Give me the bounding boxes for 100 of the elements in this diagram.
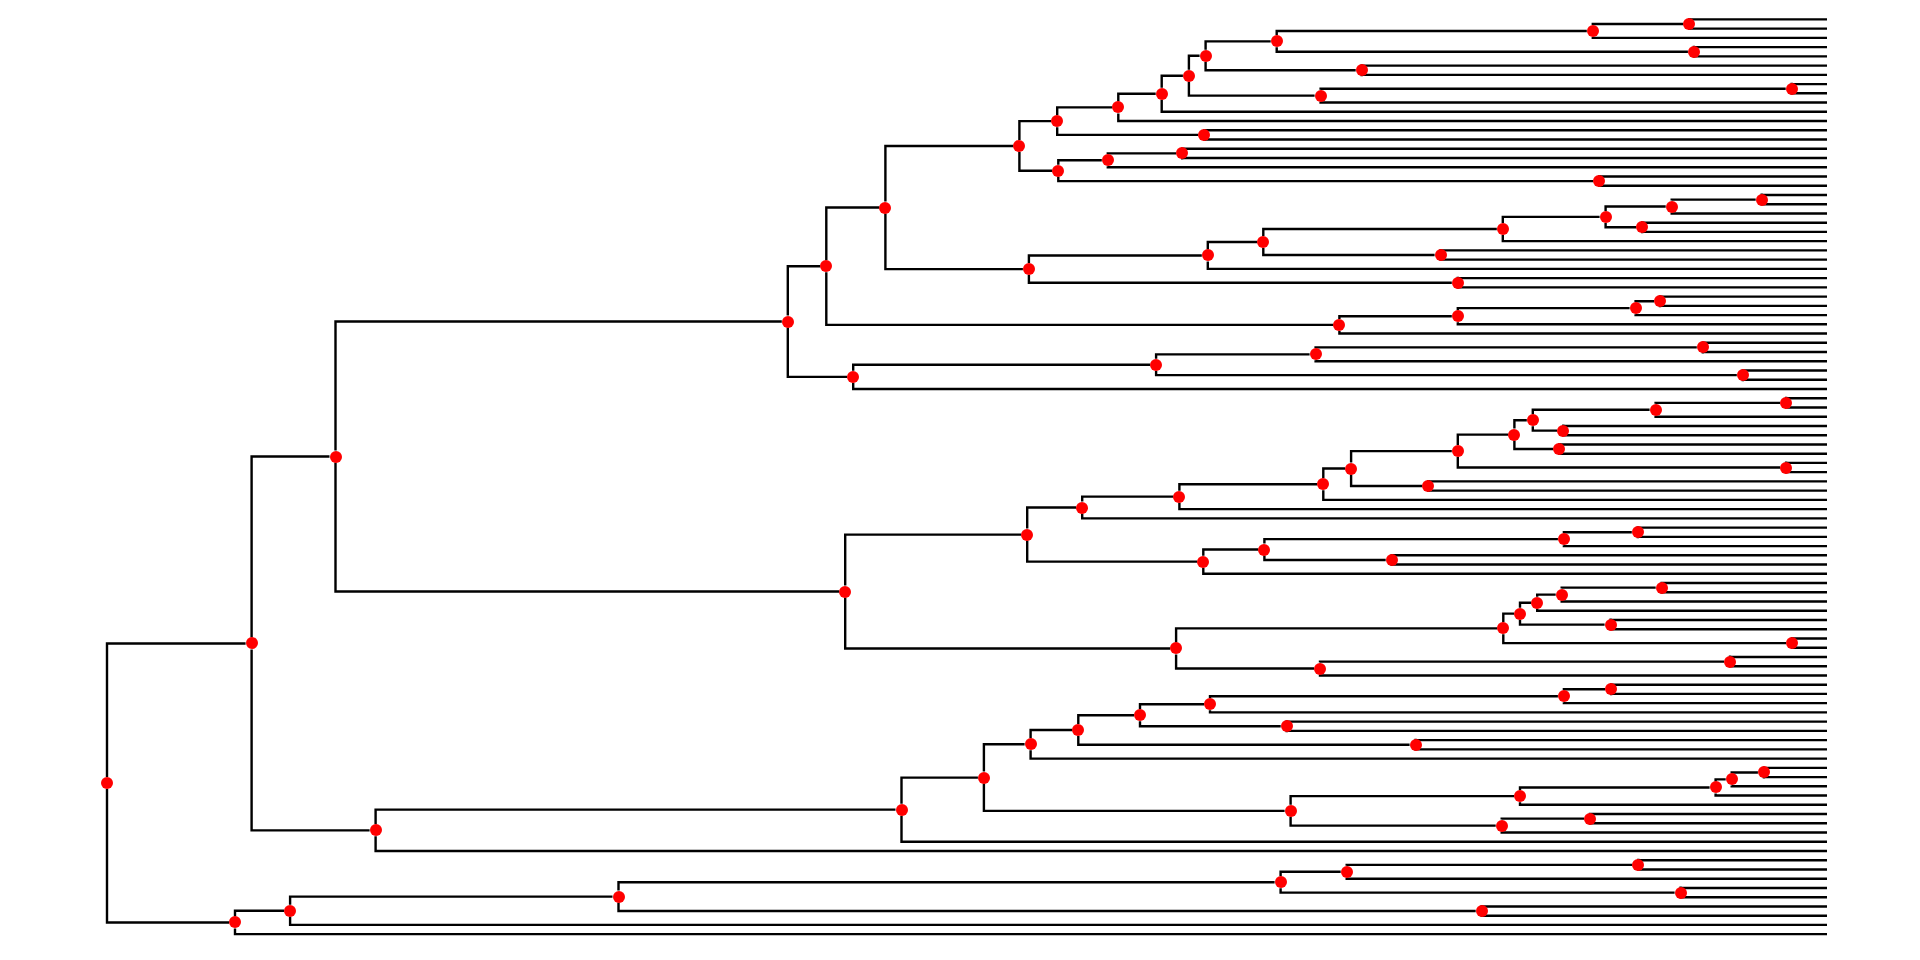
branch-line — [1319, 87, 1786, 91]
branch-line — [1289, 794, 1514, 805]
branch-line — [1456, 433, 1509, 446]
node-dot — [329, 450, 342, 463]
node-dot — [1204, 698, 1216, 711]
node-dot — [1736, 369, 1749, 382]
branch-line — [1531, 408, 1650, 415]
branch-line — [1206, 261, 1827, 271]
node-dot — [1284, 804, 1297, 817]
node-dot — [1709, 781, 1722, 794]
branch-line — [1536, 608, 1827, 612]
branch-line — [1154, 353, 1310, 359]
node-dot — [1451, 445, 1464, 458]
branch-line — [1262, 248, 1435, 257]
branch-line — [1018, 151, 1053, 172]
node-dot — [1024, 738, 1037, 751]
branch-line — [1501, 215, 1600, 224]
branch-line — [1730, 771, 1758, 775]
node-dot — [1451, 276, 1464, 289]
node-dot — [1674, 886, 1687, 899]
branch-line — [1322, 467, 1346, 479]
branch-line — [1077, 714, 1134, 724]
branch-line — [1057, 159, 1102, 165]
branch-line — [1117, 92, 1156, 102]
node-dot — [1409, 738, 1422, 751]
branch-line — [233, 909, 285, 917]
branch-line — [1513, 440, 1554, 451]
node-dot — [1022, 263, 1035, 276]
node-dot — [1786, 637, 1798, 650]
branch-line — [1027, 275, 1452, 284]
branch-line — [982, 783, 1285, 813]
branch-line — [1560, 586, 1656, 590]
branch-line — [250, 455, 330, 638]
branch-line — [1518, 786, 1710, 791]
branch-line — [1536, 593, 1556, 598]
branch-line — [617, 881, 1275, 891]
node-dot — [369, 824, 382, 837]
branch-line — [1345, 876, 1827, 880]
node-dot — [1780, 396, 1793, 409]
branch-line — [1604, 222, 1637, 229]
branch-line — [1081, 495, 1174, 502]
node-dot — [1052, 164, 1065, 177]
branch-line — [1562, 531, 1632, 535]
node-dot — [1345, 462, 1358, 475]
node-dot — [1198, 128, 1211, 141]
branch-line — [1318, 660, 1724, 664]
node-dot — [1724, 655, 1736, 668]
branch-line — [1204, 61, 1356, 72]
node-dot — [1780, 461, 1793, 474]
branch-line — [1027, 254, 1202, 264]
branch-line — [1518, 801, 1827, 806]
branch-line — [1081, 512, 1827, 520]
branch-line — [1262, 227, 1497, 237]
node-dot — [1755, 193, 1768, 206]
branch-line — [1279, 870, 1341, 877]
branch-line — [884, 144, 1014, 202]
branch-line — [1263, 555, 1386, 562]
node-dot — [1317, 478, 1330, 491]
branch-line — [1513, 419, 1527, 429]
node-dot — [1355, 64, 1368, 77]
node-dot — [1475, 905, 1488, 918]
node-dot — [1274, 876, 1287, 889]
branch-line — [1500, 817, 1584, 821]
node-dot — [612, 890, 625, 903]
branch-line — [1077, 736, 1410, 746]
branch-line — [1349, 449, 1452, 463]
branch-line — [1174, 654, 1314, 670]
node-dot — [1021, 528, 1034, 541]
branch-line — [1562, 688, 1606, 692]
node-dot — [1584, 812, 1596, 825]
branch-line — [1178, 502, 1827, 511]
branch-line — [374, 808, 896, 825]
branch-line — [982, 743, 1025, 772]
branch-line — [884, 213, 1023, 271]
node-dot — [1508, 428, 1521, 441]
branch-line — [1160, 74, 1183, 88]
branch-line — [786, 327, 848, 379]
node-dot — [1176, 147, 1189, 160]
node-dot — [1531, 596, 1544, 609]
branch-line — [1502, 634, 1786, 645]
branch-line — [1026, 506, 1077, 529]
branch-line — [1275, 47, 1688, 53]
branch-line — [1202, 548, 1259, 556]
branch-line — [1456, 457, 1781, 469]
node-dot — [820, 260, 833, 273]
branch-line — [1518, 601, 1532, 608]
node-dot — [1150, 358, 1163, 371]
node-dot — [1631, 526, 1644, 539]
branch-line — [334, 462, 840, 593]
branch-line — [250, 649, 370, 832]
branch-line — [1275, 29, 1587, 36]
branch-line — [1029, 728, 1073, 739]
branch-line — [1714, 793, 1827, 797]
branch-line — [1456, 306, 1630, 311]
node-dot — [1270, 35, 1283, 48]
branch-line — [1670, 211, 1827, 215]
branch-line — [1654, 401, 1781, 405]
branch-line — [1204, 40, 1271, 50]
branch-line — [1500, 830, 1827, 834]
branch-line — [1562, 701, 1827, 705]
